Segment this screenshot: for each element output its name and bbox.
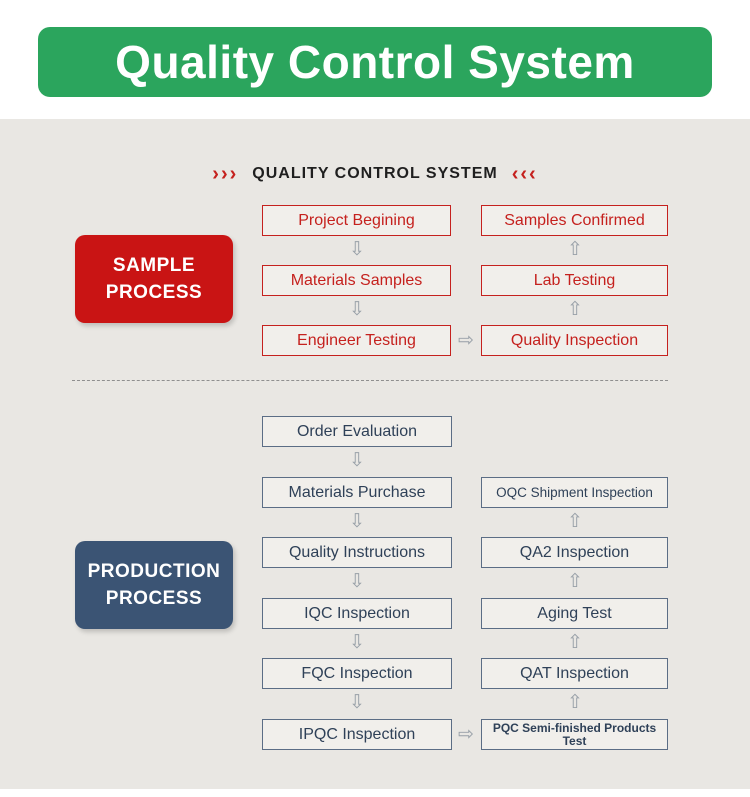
section-heading-title: QUALITY CONTROL SYSTEM xyxy=(252,165,498,182)
box-materials-purchase: Materials Purchase xyxy=(262,477,452,508)
production-process-label-line1: PRODUCTION xyxy=(87,561,221,582)
up-arrow-icon: ⇧ xyxy=(567,571,583,592)
box-samples-confirmed: Samples Confirmed xyxy=(481,205,668,236)
down-arrow-icon: ⇩ xyxy=(349,632,365,653)
down-arrow-icon: ⇩ xyxy=(349,511,365,532)
right-arrow-icon: ⇨ xyxy=(458,724,474,745)
production-process-label-line2: PROCESS xyxy=(105,588,203,609)
page-title: Quality Control System xyxy=(115,36,635,88)
box-quality-instructions: Quality Instructions xyxy=(262,537,452,568)
down-arrow-icon: ⇩ xyxy=(349,450,365,471)
sample-process-label-line1: SAMPLE xyxy=(112,255,196,276)
triple-chevron-left-icon: ‹‹‹ xyxy=(511,163,538,185)
box-qa2-inspection: QA2 Inspection xyxy=(481,537,668,568)
box-oqc-shipment-inspection: OQC Shipment Inspection xyxy=(481,477,668,508)
down-arrow-icon: ⇩ xyxy=(349,571,365,592)
box-quality-inspection: Quality Inspection xyxy=(481,325,668,356)
sample-process-label: SAMPLE PROCESS xyxy=(75,235,233,323)
down-arrow-icon: ⇩ xyxy=(349,299,365,320)
down-arrow-icon: ⇩ xyxy=(349,692,365,713)
title-banner: Quality Control System xyxy=(38,27,712,97)
up-arrow-icon: ⇧ xyxy=(567,239,583,260)
box-aging-test: Aging Test xyxy=(481,598,668,629)
box-lab-testing: Lab Testing xyxy=(481,265,668,296)
down-arrow-icon: ⇩ xyxy=(349,239,365,260)
up-arrow-icon: ⇧ xyxy=(567,692,583,713)
box-order-evaluation: Order Evaluation xyxy=(262,416,452,447)
box-qat-inspection: QAT Inspection xyxy=(481,658,668,689)
section-divider xyxy=(72,380,668,381)
box-ipqc-inspection: IPQC Inspection xyxy=(262,719,452,750)
triple-chevron-right-icon: ››› xyxy=(212,163,239,185)
production-process-label: PRODUCTION PROCESS xyxy=(75,541,233,629)
sample-process-label-line2: PROCESS xyxy=(105,282,203,303)
up-arrow-icon: ⇧ xyxy=(567,511,583,532)
up-arrow-icon: ⇧ xyxy=(567,299,583,320)
box-fqc-inspection: FQC Inspection xyxy=(262,658,452,689)
box-pqc-semi-finished-products-test: PQC Semi-finished Products Test xyxy=(481,719,668,750)
right-arrow-icon: ⇨ xyxy=(458,330,474,351)
up-arrow-icon: ⇧ xyxy=(567,632,583,653)
box-materials-samples: Materials Samples xyxy=(262,265,451,296)
box-project-begining: Project Begining xyxy=(262,205,451,236)
section-heading: ››› QUALITY CONTROL SYSTEM ‹‹‹ xyxy=(0,162,750,186)
box-iqc-inspection: IQC Inspection xyxy=(262,598,452,629)
box-engineer-testing: Engineer Testing xyxy=(262,325,451,356)
